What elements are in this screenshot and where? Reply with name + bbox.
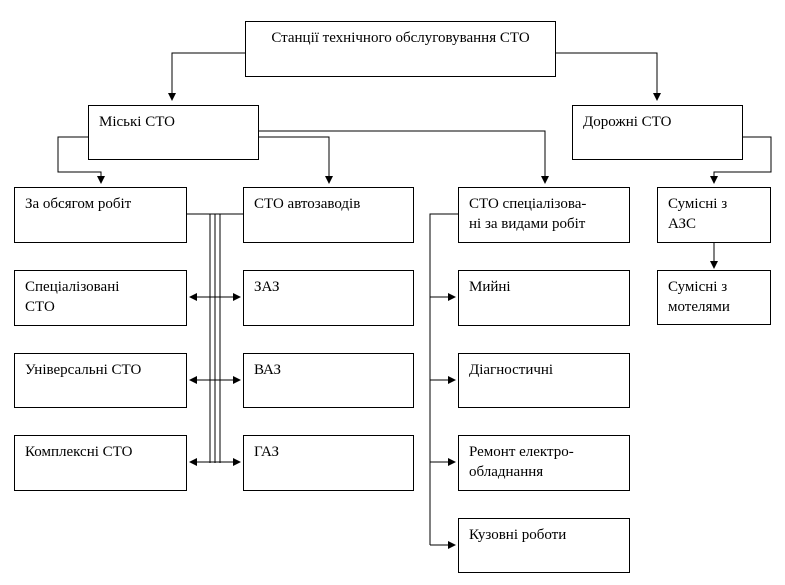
node-root: Станції технічного обслуговування СТО — [245, 21, 556, 77]
node-zaz-label: ЗАЗ — [254, 279, 280, 295]
node-body: Кузовні роботи — [458, 518, 630, 573]
edge-root-road — [555, 52, 661, 101]
node-diagnostic: Діагностичні — [458, 353, 630, 408]
node-complex-label: Комплексні СТО — [25, 444, 133, 460]
edge-city-automaker — [258, 136, 333, 184]
node-vaz: ВАЗ — [243, 353, 414, 408]
node-by-volume-label: За обсягом робіт — [25, 196, 132, 212]
node-electrical-label: Ремонт електро- обладнання — [469, 444, 574, 480]
node-specialized-label: Спеціалізовані СТО — [25, 279, 120, 315]
node-washing: Мийні — [458, 270, 630, 326]
node-universal: Універсальні СТО — [14, 353, 187, 408]
node-specialized-by-type: СТО спеціалізова- ні за видами робіт — [458, 187, 630, 243]
node-combined-gas: Сумісні з АЗС — [657, 187, 771, 243]
edge-root-city — [168, 52, 245, 101]
node-combined-motel: Сумісні з мотелями — [657, 270, 771, 325]
node-diagnostic-label: Діагностичні — [469, 362, 554, 378]
node-by-volume: За обсягом робіт — [14, 187, 187, 243]
node-complex: Комплексні СТО — [14, 435, 187, 491]
node-road: Дорожні СТО — [572, 105, 743, 160]
node-root-label: Станції технічного обслуговування СТО — [271, 30, 530, 46]
node-combined-motel-label: Сумісні з мотелями — [668, 279, 730, 315]
edge-city-volume — [57, 136, 105, 184]
edge-spec-branch — [429, 213, 458, 545]
node-body-label: Кузовні роботи — [469, 527, 567, 543]
node-universal-label: Універсальні СТО — [25, 362, 142, 378]
node-combined-gas-label: Сумісні з АЗС — [668, 196, 728, 232]
node-vaz-label: ВАЗ — [254, 362, 282, 378]
node-gaz-label: ГАЗ — [254, 444, 280, 460]
node-specialized: Спеціалізовані СТО — [14, 270, 187, 326]
node-automaker-label: СТО автозаводів — [254, 196, 361, 212]
node-road-label: Дорожні СТО — [583, 114, 672, 130]
node-city: Міські СТО — [88, 105, 259, 160]
edge-city-specialized — [258, 130, 549, 184]
edge-road-gas — [710, 136, 772, 184]
node-automaker: СТО автозаводів — [243, 187, 414, 243]
node-gaz: ГАЗ — [243, 435, 414, 491]
node-city-label: Міські СТО — [99, 114, 176, 130]
node-zaz: ЗАЗ — [243, 270, 414, 326]
node-washing-label: Мийні — [469, 279, 511, 295]
node-specialized-by-type-label: СТО спеціалізова- ні за видами робіт — [469, 196, 587, 232]
node-electrical: Ремонт електро- обладнання — [458, 435, 630, 491]
